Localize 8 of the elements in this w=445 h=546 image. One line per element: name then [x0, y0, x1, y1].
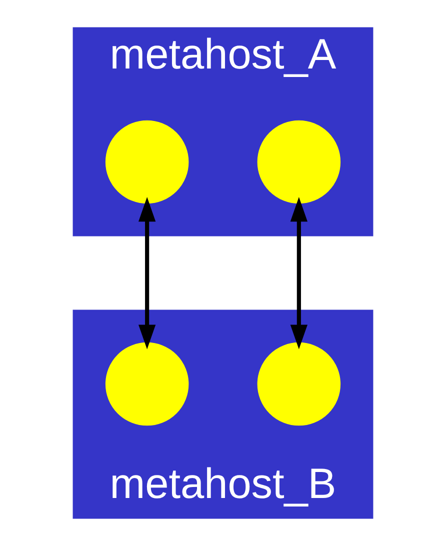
node-circle: [104, 342, 188, 426]
arrow: [138, 197, 156, 350]
node-circle: [104, 120, 188, 204]
node-circle: [256, 342, 340, 426]
cluster: metahost_A: [72, 27, 373, 236]
arrow: [290, 197, 308, 350]
node-circle: [256, 120, 340, 204]
cluster: metahost_B: [72, 310, 373, 519]
